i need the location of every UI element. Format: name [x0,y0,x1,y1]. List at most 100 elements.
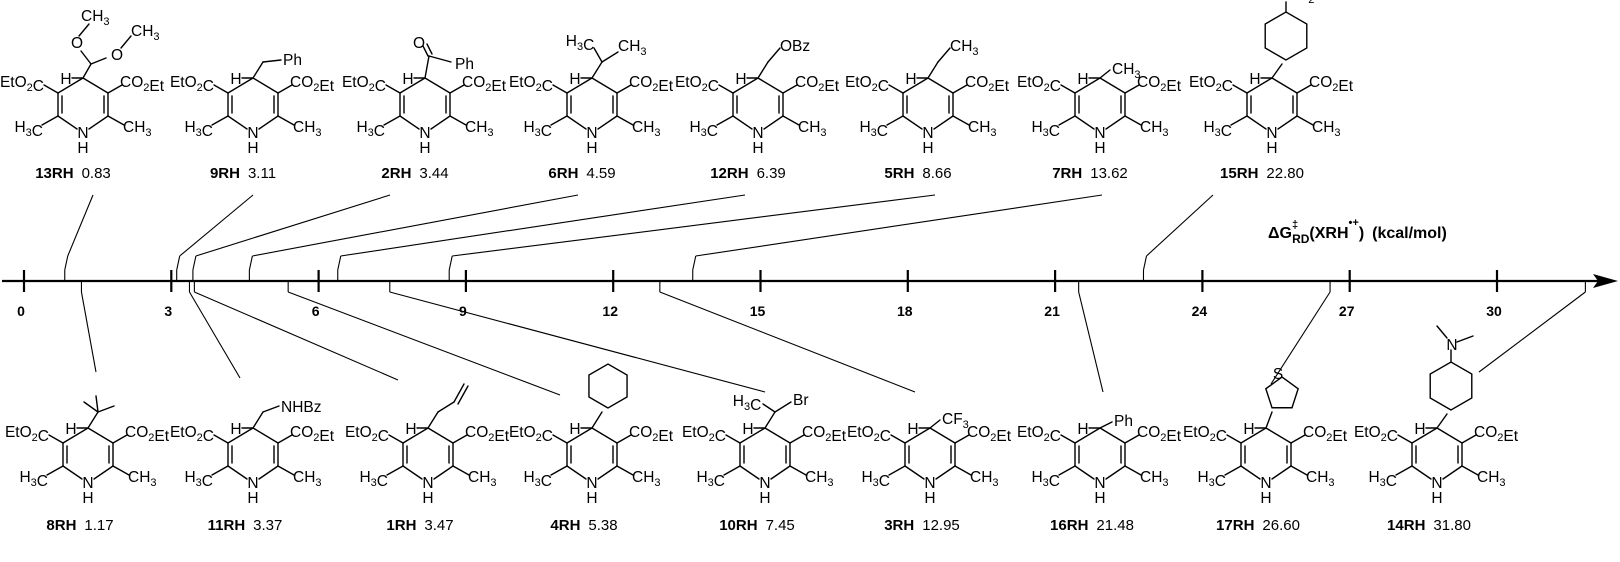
bond [93,465,114,480]
ester-right-label: CO2Et [120,74,165,95]
bond [262,405,280,413]
bond [789,434,805,444]
bond [262,59,282,63]
bond [1461,465,1479,476]
bond [1060,434,1076,444]
nh-hydrogen-label: H [922,140,933,157]
ester-right-label: CO2Et [1137,424,1182,445]
nh-hydrogen-label: H [1431,490,1442,507]
bond [1395,465,1413,476]
bond [1442,465,1463,480]
bond [82,77,109,94]
leader-13RH [64,255,69,271]
ester-right-label: CO2Et [1137,74,1182,95]
bond [227,115,248,130]
bond [1224,465,1242,476]
nh-hydrogen-label: H [586,490,597,507]
bond [1124,434,1140,444]
leader-12RH [340,194,746,257]
bond [383,115,401,126]
bond [1290,465,1308,476]
ester-right-label: CO2Et [1303,424,1348,445]
c4-hydrogen-label: H [1077,71,1088,88]
bond [1105,465,1126,480]
bond [211,115,229,126]
methyl-left-label: H3C [689,119,718,140]
ester-left-label: EtO2C [509,74,553,95]
methyl-left-label: H3C [184,119,213,140]
bond [1271,63,1283,79]
ester-left-label: EtO2C [1017,74,1061,95]
bond [1277,115,1298,130]
methyl-label: CH3 [950,38,979,58]
bond [890,434,906,444]
c4-hydrogen-label: H [569,71,580,88]
bond [48,434,64,444]
phenyl-label: Ph [455,56,474,73]
nitrogen-label: N [419,125,430,142]
bond [1124,84,1140,94]
methyl-right-label: CH3 [123,119,152,139]
bond [427,411,439,429]
c4-hydrogen-label: H [735,71,746,88]
bond [227,427,254,444]
bond [952,84,968,94]
axis-tick-label: 3 [164,303,172,319]
bond [457,385,469,405]
bond [591,411,603,429]
bond [1124,115,1142,126]
c4-hydrogen-label: H [569,421,580,438]
axis-tick-label: 21 [1044,303,1060,319]
bond [952,115,970,126]
bond [95,395,99,413]
methyl-right-label: CH3 [1312,119,1341,139]
bond [1074,465,1095,480]
leader-15RH [1146,194,1214,257]
bond [739,427,766,444]
methyl-left-label: H3C [696,469,725,490]
bond [1074,115,1095,130]
oxygen-label: O [413,35,425,52]
bond [258,465,279,480]
bond [258,115,279,130]
bond [43,84,59,94]
ester-right-label: CO2Et [125,424,170,445]
methyl-left-label: H3C [19,469,48,490]
bond [886,115,904,126]
ester-left-label: EtO2C [847,424,891,445]
bond [112,434,128,444]
bond [452,434,468,444]
ester-left-label: EtO2C [845,74,889,95]
bond [888,84,904,94]
nitrogen-label: N [1094,125,1105,142]
bond [597,115,618,130]
nitrogen-label: N [422,475,433,492]
c4-hydrogen-label: H [230,71,241,88]
bond [90,57,107,65]
methyl-left-label: H3C [356,119,385,140]
ester-right-label: CO2Et [462,74,507,95]
nh-hydrogen-label: H [752,140,763,157]
leader-13RH [67,194,94,257]
ester-right-label: CO2Et [1309,74,1354,95]
bond [937,47,951,63]
axis-title: ΔG‡RD(XRH•+)(kcal/mol) [1268,217,1447,246]
nitrogen-label: N [1094,475,1105,492]
methyl-left-label: H3C [861,469,890,490]
leader-14RH [1478,291,1586,373]
bond [402,465,423,480]
bond [78,23,90,37]
methyl-right-label: CH3 [970,469,999,489]
bond [252,77,279,94]
bond [757,77,784,94]
